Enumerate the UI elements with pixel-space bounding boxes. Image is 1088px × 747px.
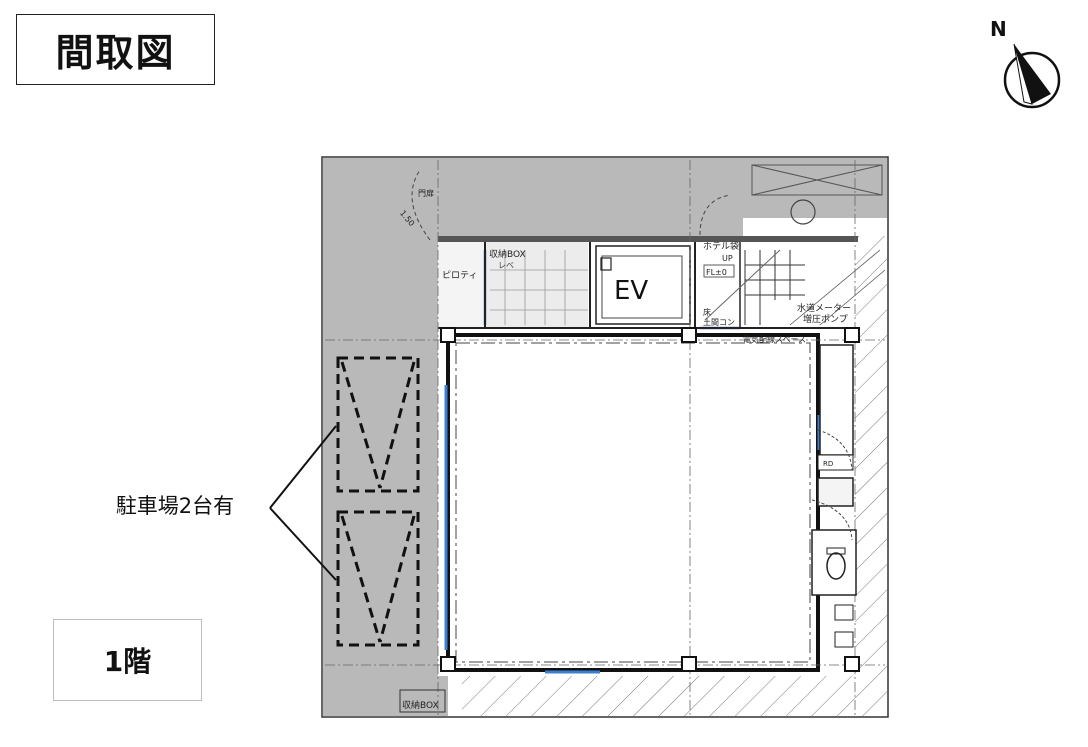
floor-note-label: 床 [703,307,711,317]
hatch-right [855,236,887,716]
rd-box [817,454,854,471]
storage-bottom-label: 収納BOX [402,699,439,711]
storage-top-sub-label: レベ [498,261,514,270]
compass-north-letter: N [990,17,1007,41]
toilet-room [811,529,857,596]
closet [817,477,854,507]
stair-up-label: UP [722,254,733,263]
elevator-label: EV [614,276,648,306]
earth-floor-label: 土間コン [703,317,735,327]
parking-bay-2 [336,510,420,647]
small-box [834,631,854,648]
shaded-bottom-left-area [323,676,448,716]
rd-label: RD [823,460,833,468]
toilet-icon [826,552,846,580]
storage-top-label: 収納BOX [489,248,526,260]
north-arrow-icon: N [990,17,1061,109]
stairs [704,249,805,325]
electrical-space [819,344,854,456]
water-meter-label: 水道メーター [797,302,851,314]
hotel-stair-label: ホテル袋 [703,240,739,252]
piloti-room [438,242,485,328]
piloti-label: ピロティ [442,270,477,281]
floor-level-label: FL±0 [706,268,727,277]
hatch-bottom [462,676,855,716]
columns [440,327,860,672]
parking-pointer [269,425,337,581]
elevator-shaft [595,245,691,325]
pressure-pump-label: 増圧ポンプ [803,313,848,325]
parking-label: 駐車場2台有 [115,494,235,518]
floor-label: 1階 [53,619,202,701]
storage-room [485,242,588,328]
parking-bay-1 [336,356,420,493]
page-title: 間取図 [16,14,215,85]
electrical-space-label: 電気配線スペース [743,334,806,344]
shaded-top-area [323,158,743,236]
sink [834,604,854,621]
main-room [446,333,820,672]
gate-label: 門扉 [418,188,434,198]
